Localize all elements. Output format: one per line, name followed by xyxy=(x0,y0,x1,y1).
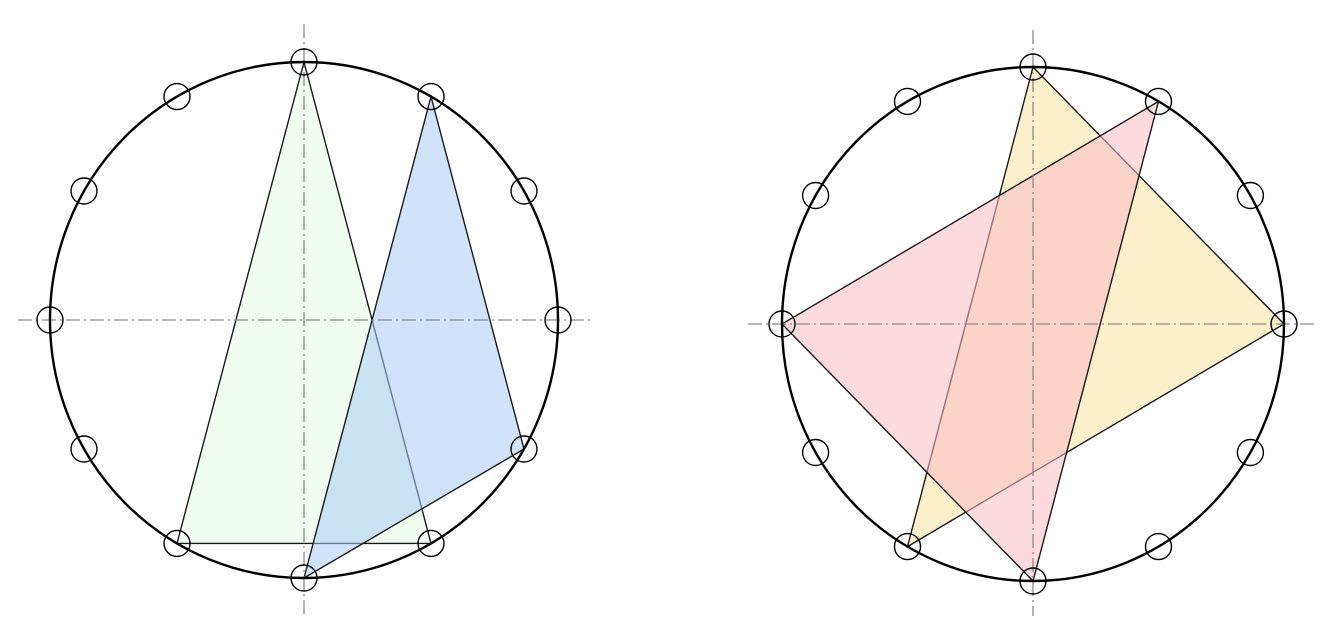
marker-circle xyxy=(163,82,191,111)
marker-circle xyxy=(1019,53,1047,81)
marker-circle xyxy=(1270,310,1298,338)
marker-circle xyxy=(163,529,191,558)
marker-circle xyxy=(290,564,318,592)
marker-circle xyxy=(1144,532,1173,561)
marker-circle xyxy=(1144,87,1173,116)
marker-circle xyxy=(801,438,830,467)
marker-circle xyxy=(417,82,445,111)
triangle xyxy=(302,93,525,580)
diagram-right xyxy=(748,30,1318,616)
marker-circle xyxy=(290,48,318,76)
marker-circle xyxy=(1236,181,1265,210)
marker-circle xyxy=(801,181,830,210)
marker-circle xyxy=(544,306,572,334)
marker-circle xyxy=(893,532,922,561)
diagram-left xyxy=(18,24,590,616)
triangle xyxy=(780,99,1160,583)
marker-circle xyxy=(36,306,64,334)
marker-circle xyxy=(70,177,98,205)
main-circle xyxy=(780,65,1286,583)
marker-circle xyxy=(70,435,98,463)
marker-circle xyxy=(1019,567,1047,595)
main-circle xyxy=(48,60,560,580)
marker-circle xyxy=(893,87,922,116)
marker-circle xyxy=(417,529,445,558)
marker-circle xyxy=(510,177,538,205)
marker-circle xyxy=(768,310,796,338)
marker-circle xyxy=(510,435,538,463)
marker-circle xyxy=(1236,438,1265,467)
